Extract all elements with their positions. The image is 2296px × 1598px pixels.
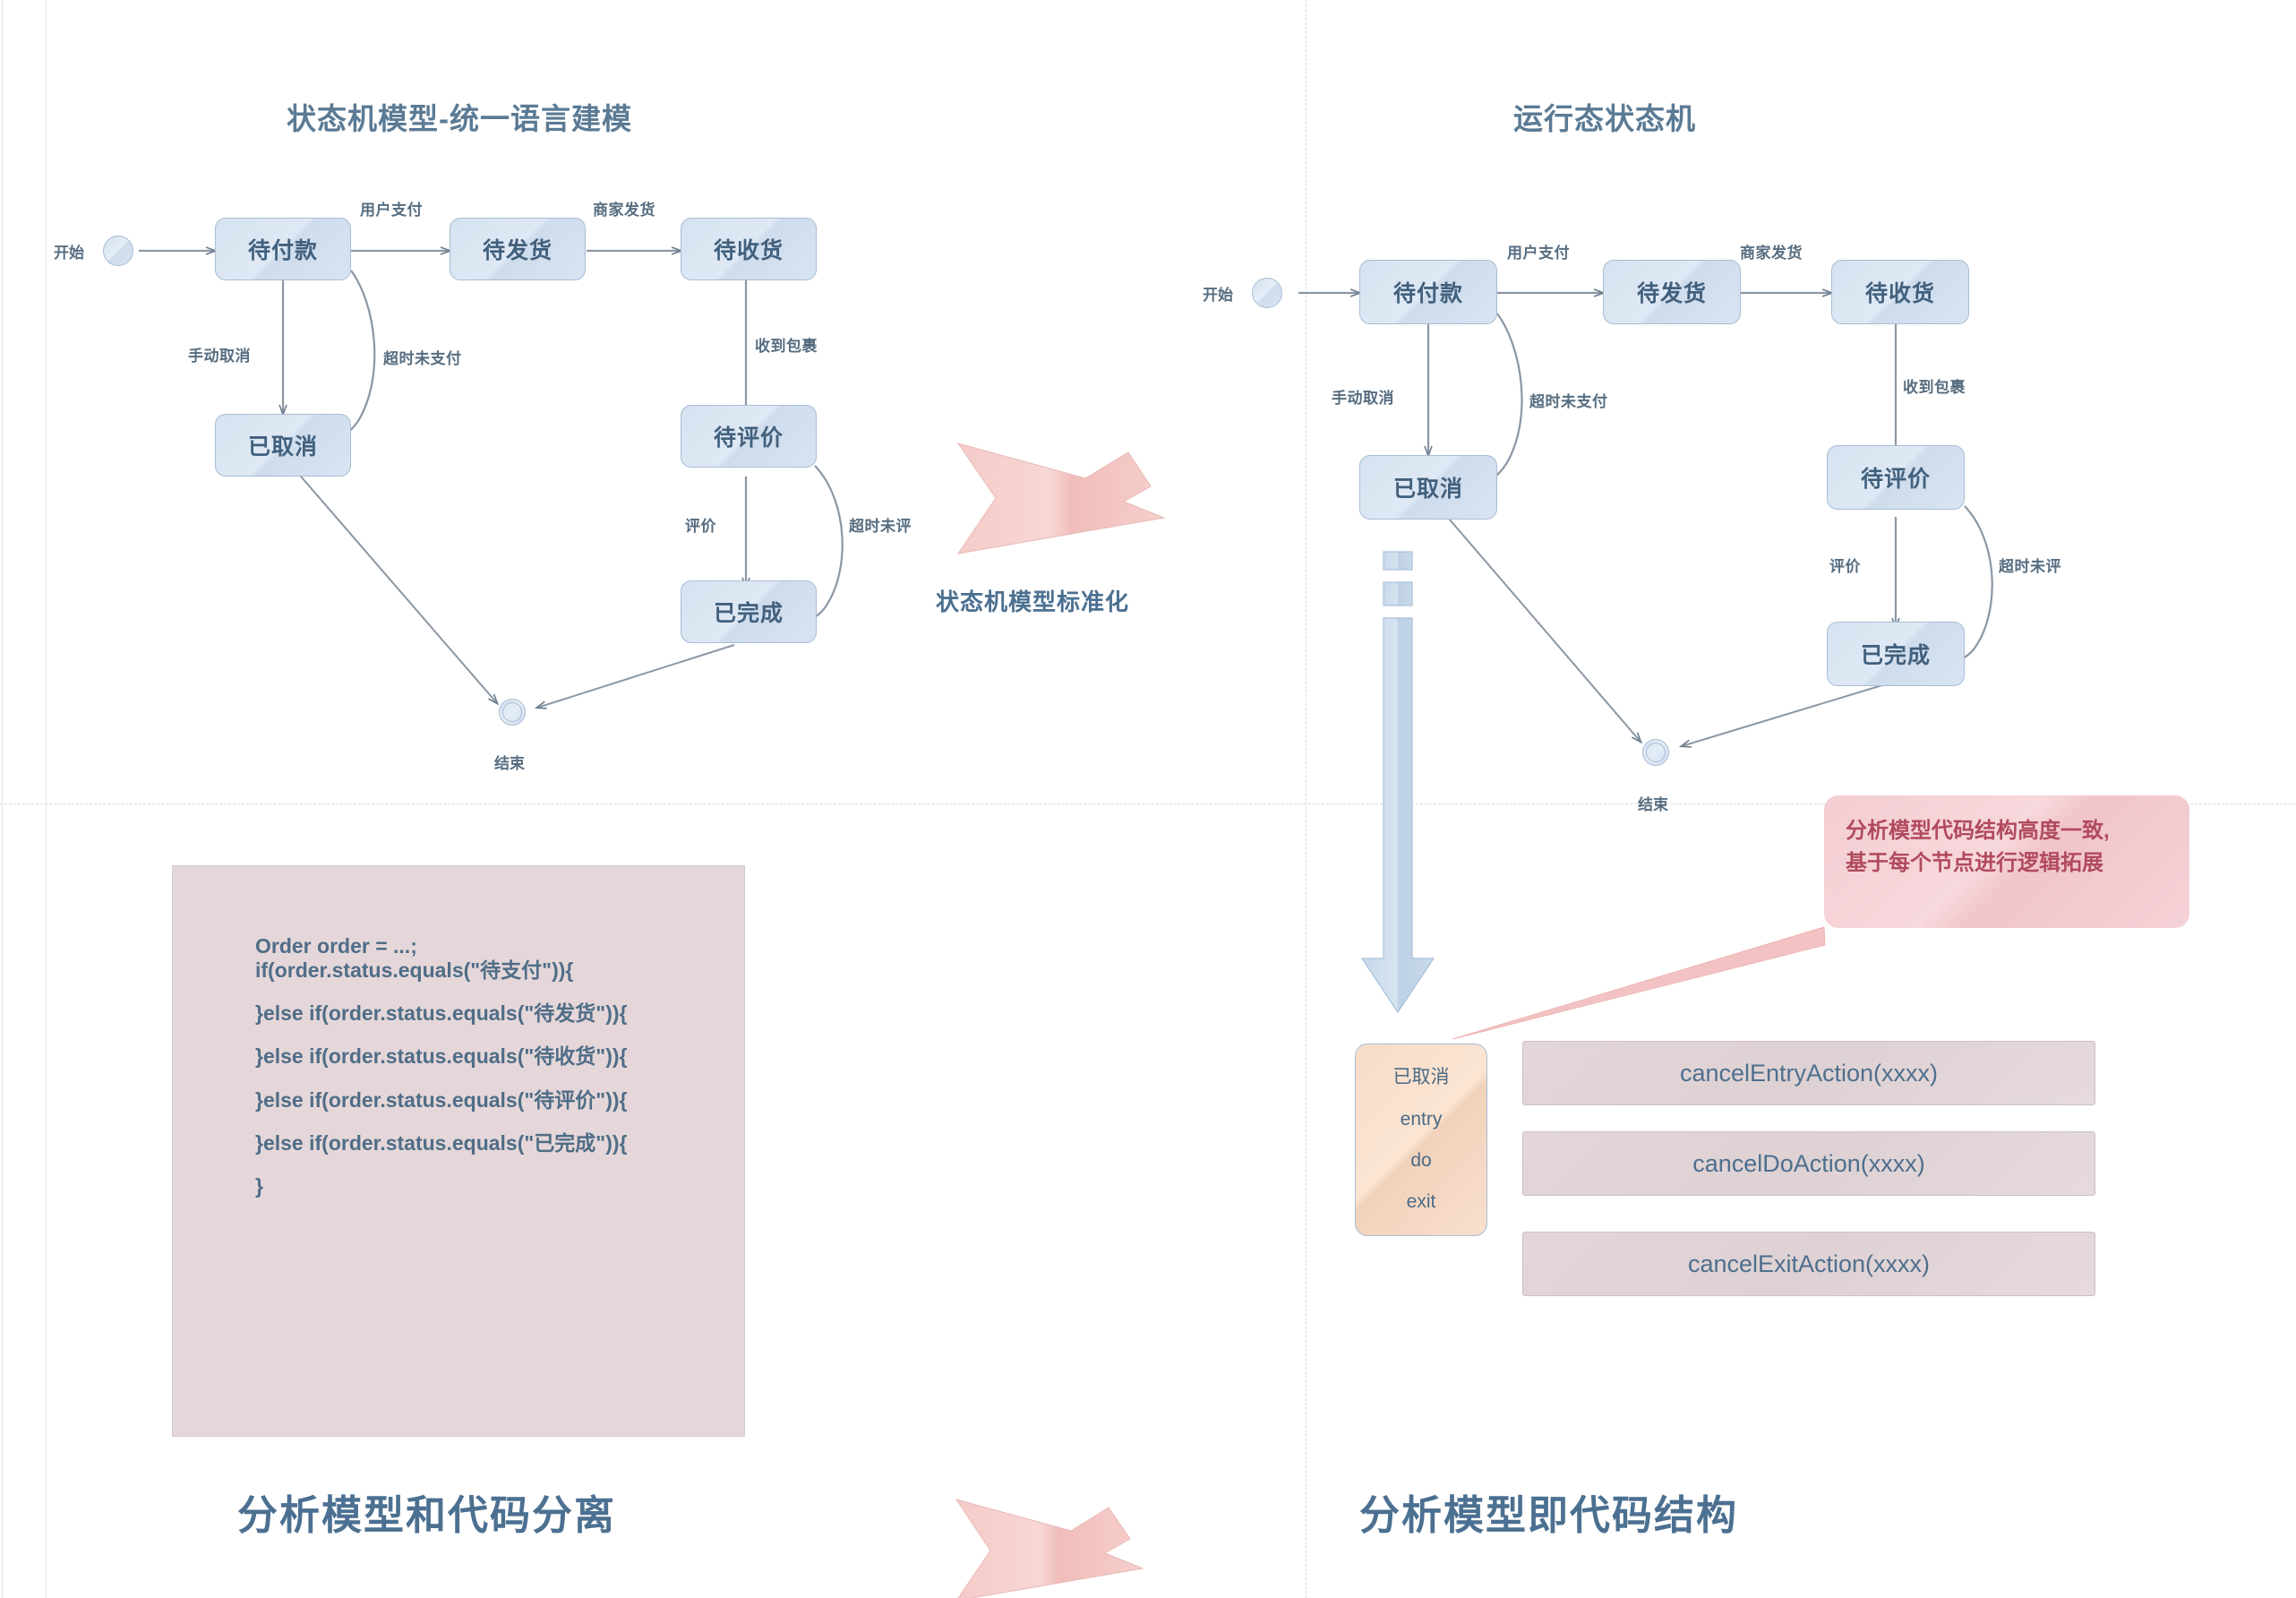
start-label-left: 开始 xyxy=(54,245,84,262)
edge-review-left: 评价 xyxy=(685,518,716,535)
state-completed-right[interactable]: 已完成 xyxy=(1827,622,1965,686)
end-label-right: 结束 xyxy=(1638,796,1668,813)
edge-manual-cancel-right: 手动取消 xyxy=(1332,390,1394,407)
end-node-right xyxy=(1642,739,1669,766)
code-line-1: if(order.status.equals("待支付")){ xyxy=(255,958,574,983)
runtime-node-do: do xyxy=(1410,1150,1432,1171)
edge-merchant-ship-right: 商家发货 xyxy=(1740,245,1803,262)
code-line-5: }else if(order.status.equals("已完成")){ xyxy=(255,1130,628,1155)
page-border-left-inner xyxy=(46,0,47,1598)
edge-package-received-left: 收到包裹 xyxy=(755,338,818,355)
start-node-left xyxy=(103,236,133,266)
edge-review-right: 评价 xyxy=(1829,558,1861,575)
code-gap xyxy=(255,1113,744,1131)
code-gap xyxy=(255,1156,744,1174)
runtime-node-title: 已取消 xyxy=(1392,1067,1450,1087)
code-line-3: }else if(order.status.equals("待收货")){ xyxy=(255,1044,628,1069)
callout-note: 分析模型代码结构高度一致, 基于每个节点进行逻辑拓展 xyxy=(1824,795,2189,928)
action-do[interactable]: cancelDoAction(xxxx) xyxy=(1522,1131,2095,1196)
standardize-caption: 状态机模型标准化 xyxy=(936,589,1130,615)
edge-manual-cancel-left: 手动取消 xyxy=(188,348,251,365)
start-label-right: 开始 xyxy=(1203,287,1233,304)
state-cancelled-right[interactable]: 已取消 xyxy=(1359,455,1497,520)
state-pending-shipment-left[interactable]: 待发货 xyxy=(450,218,586,280)
top-left-title: 状态机模型-统一语言建模 xyxy=(287,102,632,135)
end-label-left: 结束 xyxy=(494,755,525,772)
bottom-right-caption: 分析模型即代码结构 xyxy=(1359,1492,1739,1538)
code-line-2: }else if(order.status.equals("待发货")){ xyxy=(255,1001,628,1026)
end-node-left xyxy=(499,699,526,726)
edge-package-received-right: 收到包裹 xyxy=(1903,379,1966,396)
code-panel: Order order = ...; if(order.status.equal… xyxy=(172,865,745,1437)
edge-timeout-unpaid-left: 超时未支付 xyxy=(383,350,462,367)
bottom-left-caption: 分析模型和代码分离 xyxy=(237,1492,617,1538)
runtime-node-entry: entry xyxy=(1400,1109,1443,1130)
state-pending-receipt-left[interactable]: 待收货 xyxy=(681,218,817,280)
edge-timeout-unreviewed-right: 超时未评 xyxy=(1999,558,2061,575)
page-border-left-outer xyxy=(2,0,3,1598)
state-completed-left[interactable]: 已完成 xyxy=(681,580,817,643)
code-gap xyxy=(255,1070,744,1088)
callout-line-1: 分析模型代码结构高度一致, xyxy=(1846,819,2110,843)
action-exit[interactable]: cancelExitAction(xxxx) xyxy=(1522,1232,2095,1296)
quadrant-divider-horizontal xyxy=(0,803,2296,804)
state-pending-review-right[interactable]: 待评价 xyxy=(1827,445,1965,510)
callout-line-2: 基于每个节点进行逻辑拓展 xyxy=(1846,851,2103,875)
edge-timeout-unreviewed-left: 超时未评 xyxy=(849,518,912,535)
state-pending-shipment-right[interactable]: 待发货 xyxy=(1603,260,1741,324)
edge-user-pay-left: 用户支付 xyxy=(360,202,423,219)
start-node-right xyxy=(1252,278,1282,308)
state-pending-payment-right[interactable]: 待付款 xyxy=(1359,260,1497,324)
code-line-6: } xyxy=(255,1173,263,1198)
edge-merchant-ship-left: 商家发货 xyxy=(593,202,655,219)
code-gap xyxy=(255,983,744,1001)
code-line-0: Order order = ...; xyxy=(255,934,417,958)
top-right-title: 运行态状态机 xyxy=(1513,102,1696,135)
edge-timeout-unpaid-right: 超时未支付 xyxy=(1529,393,1608,410)
runtime-node-cancelled[interactable]: 已取消 entry do exit xyxy=(1355,1044,1487,1236)
state-pending-receipt-right[interactable]: 待收货 xyxy=(1831,260,1969,324)
code-gap xyxy=(255,1026,744,1044)
state-pending-review-left[interactable]: 待评价 xyxy=(681,405,817,468)
runtime-node-exit: exit xyxy=(1406,1191,1436,1212)
code-line-4: }else if(order.status.equals("待评价")){ xyxy=(255,1087,628,1112)
state-cancelled-left[interactable]: 已取消 xyxy=(215,414,351,477)
action-entry[interactable]: cancelEntryAction(xxxx) xyxy=(1522,1041,2095,1105)
state-pending-payment-left[interactable]: 待付款 xyxy=(215,218,351,280)
edge-user-pay-right: 用户支付 xyxy=(1507,245,1570,262)
